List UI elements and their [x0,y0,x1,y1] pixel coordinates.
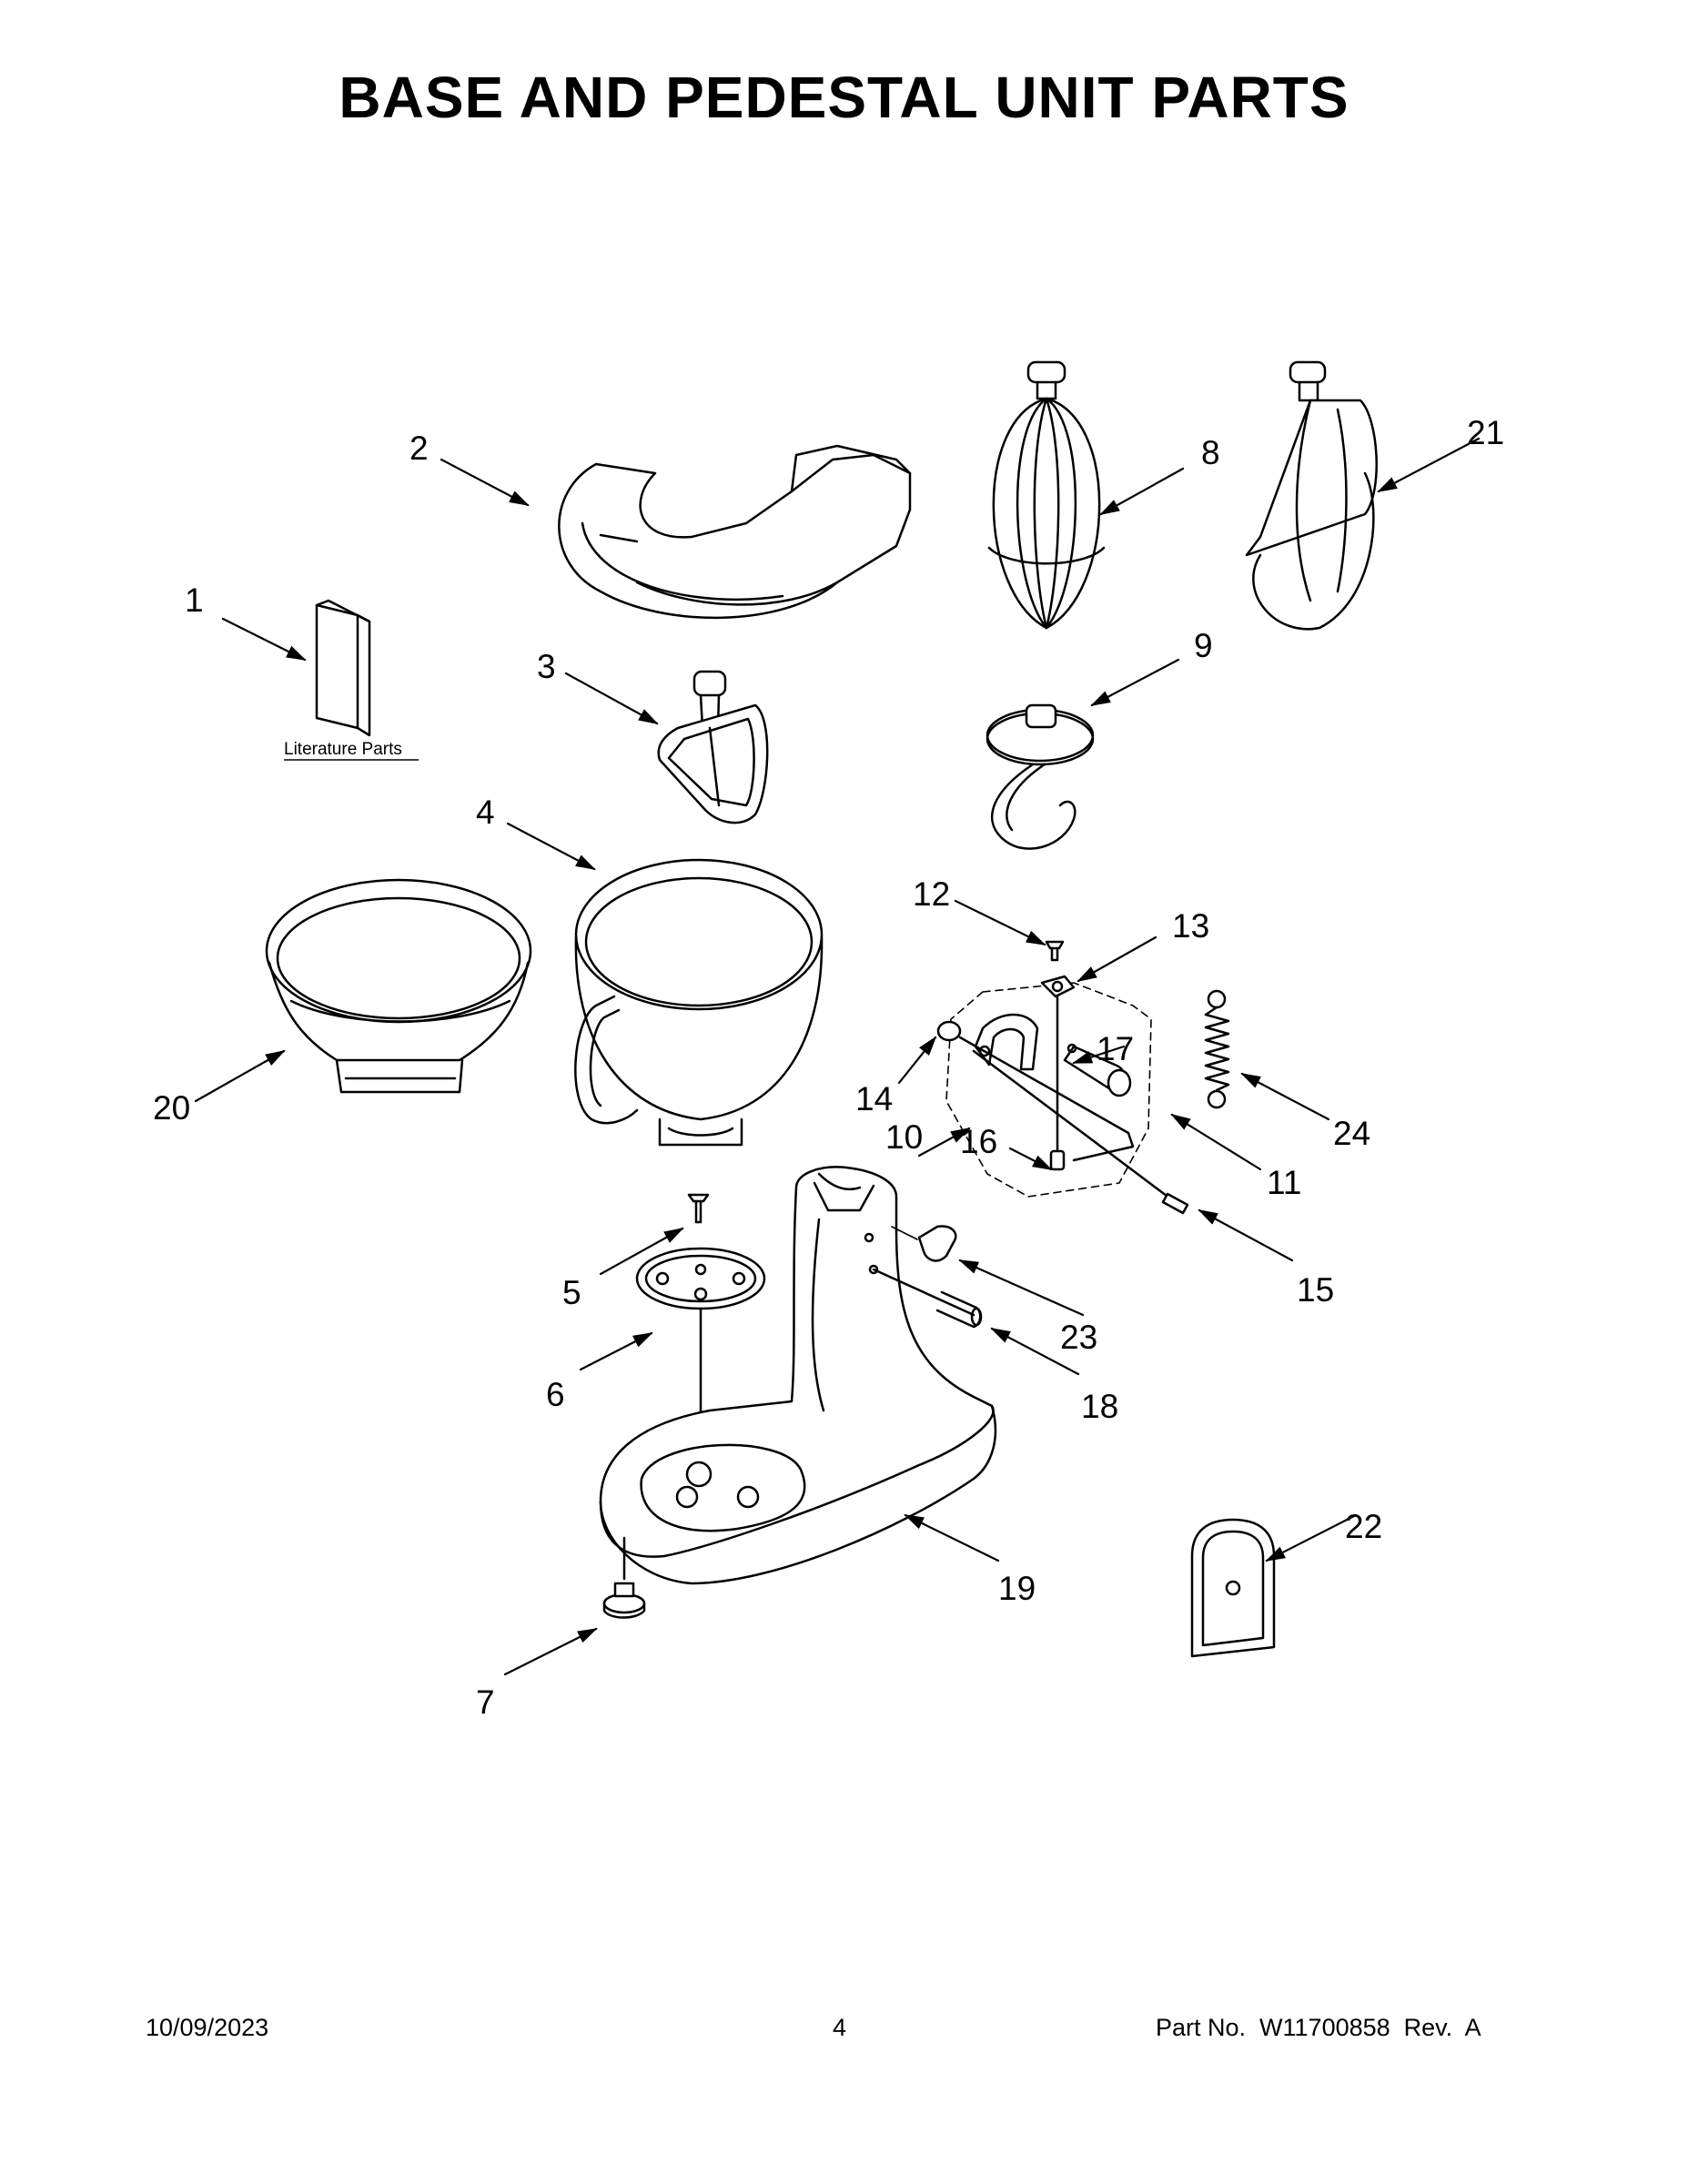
wire-whip-part [987,360,1106,630]
callout-12: 12 [913,875,950,913]
hinge-group-outline [945,982,1152,1198]
literature-booklet-part [315,599,371,737]
clamp-plate-part [635,1247,766,1476]
callout-22: 22 [1345,1508,1382,1545]
pin-15-part [1161,1192,1189,1215]
footer-page-number: 4 [833,2014,847,2041]
footer-date: 10/09/2023 [146,2014,269,2041]
cover-23-part [891,1225,957,1262]
spring-part [1204,989,1230,1109]
screw-12-part [1045,940,1065,962]
callout-labels: 1 2 3 4 5 6 7 8 9 10 11 12 13 14 15 16 1… [153,414,1504,1721]
callout-7: 7 [476,1684,495,1721]
callout-3: 3 [537,648,556,685]
callout-8: 8 [1201,434,1220,471]
callout-21: 21 [1467,414,1504,451]
callout-18: 18 [1081,1388,1118,1425]
callout-19: 19 [998,1570,1036,1607]
pouring-shield-part [558,444,912,620]
alternate-bowl-part [265,878,532,1094]
callout-2: 2 [409,430,429,467]
callout-6: 6 [546,1376,565,1413]
clip-13-part [1040,975,1076,1162]
callout-9: 9 [1194,627,1213,664]
callout-24: 24 [1333,1115,1370,1152]
callout-17: 17 [1097,1030,1134,1067]
callout-5: 5 [562,1274,581,1311]
flex-edge-beater-part [1245,360,1378,631]
badge-22-part [1190,1518,1276,1658]
callout-20: 20 [153,1089,190,1127]
callout-23: 23 [1060,1319,1097,1356]
foot-part [602,1536,646,1619]
dough-hook-part [986,703,1095,850]
hinge-pin-18-part [872,1268,983,1329]
callout-13: 13 [1172,907,1209,945]
callout-15: 15 [1297,1271,1334,1309]
page-title: BASE AND PEDESTAL UNIT PARTS [339,65,1349,130]
pedestal-base-part [599,1166,997,1585]
bracket-10-part [974,1013,1039,1071]
flat-beater-part [657,670,769,824]
callout-16: 16 [960,1123,997,1160]
mixing-bowl-part [574,858,824,1147]
washer-14-part [936,1020,962,1042]
callout-1: 1 [185,581,204,619]
callout-10: 10 [885,1118,923,1156]
footer-part-number: Part No. W11700858 Rev. A [1156,2014,1481,2041]
pin-assembly-11-part [958,1036,1176,1203]
callout-11: 11 [1267,1164,1301,1201]
callout-14: 14 [855,1080,893,1117]
literature-parts-label: Literature Parts [284,740,402,759]
rod-16-part [1049,1149,1066,1171]
callout-4: 4 [476,794,495,831]
screw-5-part [687,1193,710,1224]
leader-arrows [194,437,1481,1676]
